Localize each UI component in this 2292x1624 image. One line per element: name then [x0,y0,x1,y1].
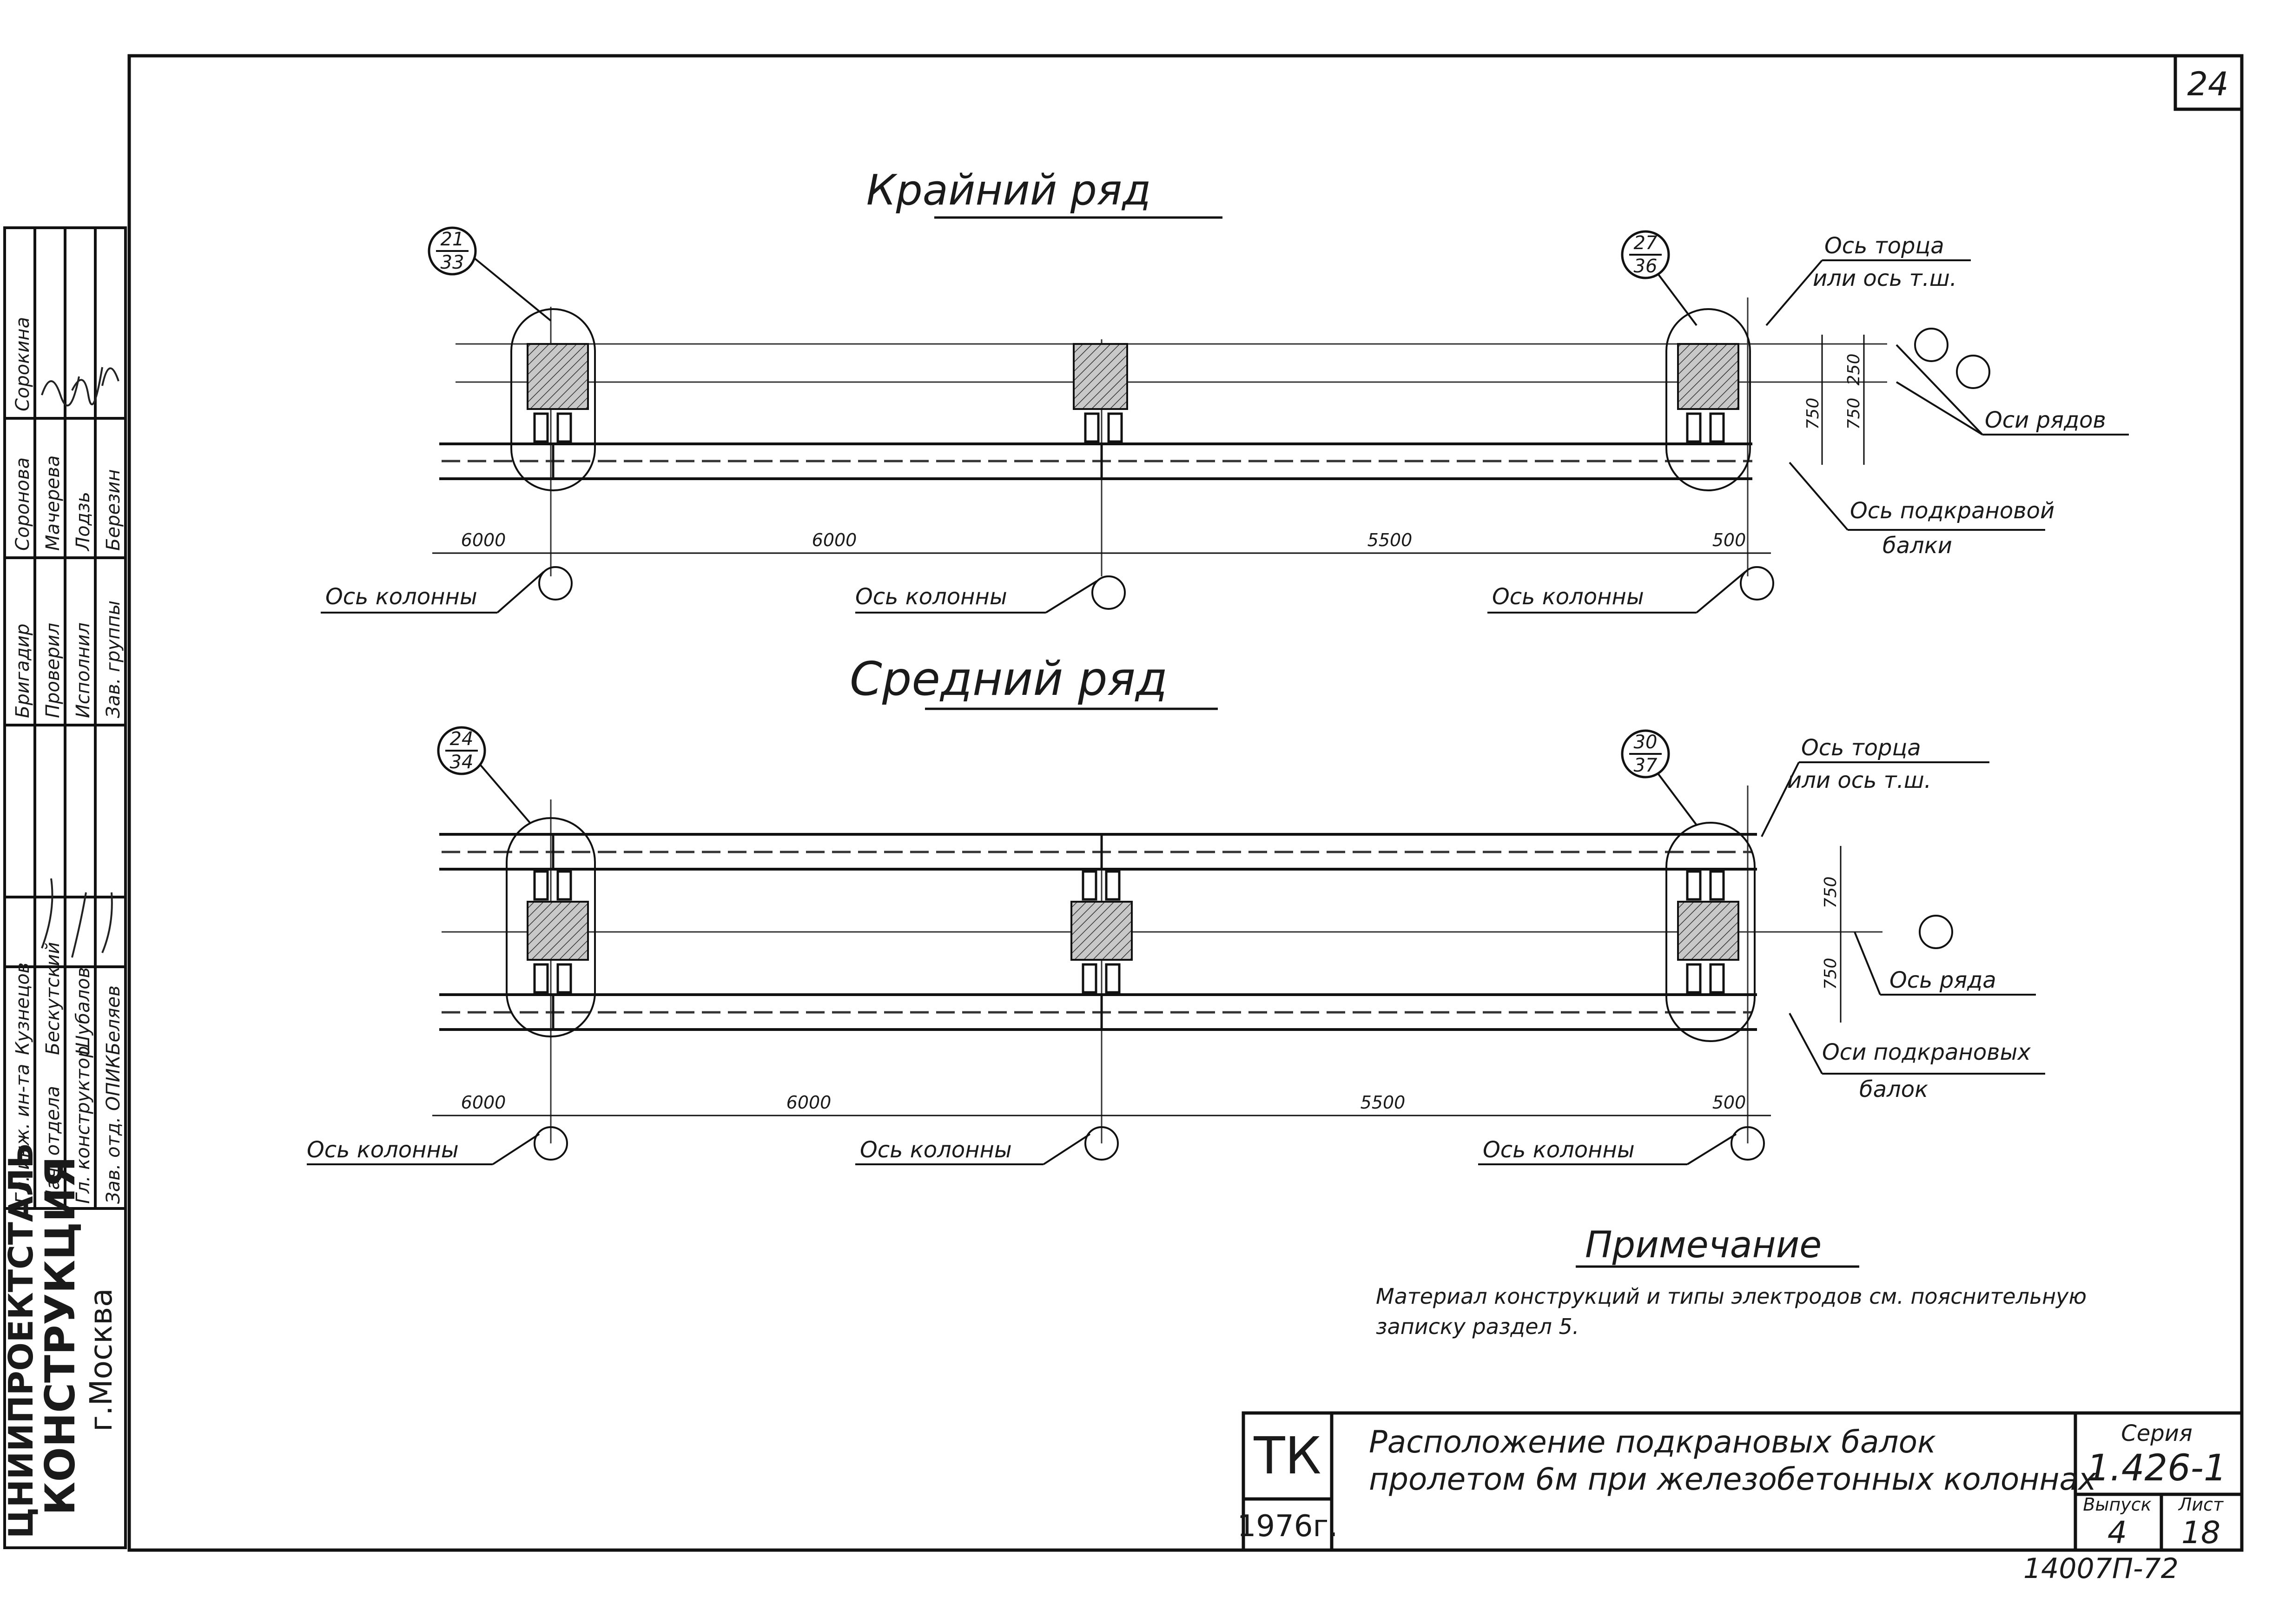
note-block: Примечание Материал конструкций и типы э… [1376,1224,2087,1339]
sheet-frame [127,54,2244,1552]
series-value: 1.426-1 [2087,1447,2226,1489]
issue-label: Выпуск [2083,1494,2151,1515]
column-axis-label: Ось колонны [1483,1137,1635,1163]
vert-dim: 750 [1844,398,1863,430]
note-title: Примечание [1585,1224,1822,1266]
stamp-role: Гл. инж. ин-та [12,1064,33,1204]
vert-dim: 750 [1803,398,1823,430]
sheet-label: Лист [2178,1494,2224,1515]
middle-row-diagram: Средний ряд [307,652,2045,1165]
vert-dim: 750 [1821,877,1840,909]
stamp-role: Зав. отд. ОПИК [103,1054,124,1204]
drawing-title-line-2: пролетом 6м при железобетонных колоннах [1369,1461,2097,1497]
column-section [527,343,589,410]
column-section [1677,343,1739,410]
row-axes-label: Оси рядов [1985,407,2106,433]
edge-row-title: Крайний ряд [866,166,1151,215]
stamp-role-2: Исполнил [73,622,94,718]
note-line-2: записку раздел 5. [1376,1314,1579,1339]
callout-left-num: 24 [450,728,474,750]
stamp-name: Кузнецов [12,963,33,1055]
beam-axis-label: Ось подкрановой [1850,498,2054,524]
title-block: ТК 1976г. Расположение подкрановых балок… [1237,1411,2244,1552]
end-axis-label-2: или ось т.ш. [1813,265,1957,291]
note-line-1: Материал конструкций и типы электродов с… [1376,1284,2087,1309]
series-label: Серия [2121,1420,2193,1446]
year: 1976г. [1237,1509,1338,1544]
end-axis-label: Ось торца [1824,233,1944,259]
dim-label: 6000 [461,1092,506,1113]
city: г.Москва [83,1288,119,1432]
page-number: 24 [2187,65,2228,103]
stamp-name: Шубалов [73,967,94,1055]
stamp-role: Гл. конструктор [73,1046,94,1204]
dim-label: 6000 [812,530,857,550]
beam-axes-label: Оси подкрановых [1822,1039,2031,1065]
stamp-role-2: Бригадир [12,624,33,718]
callout-left-den: 34 [450,752,474,773]
callout-right-den: 36 [1634,256,1658,277]
side-stamp: ЦНИИПРОЕКТСТАЛЬ КОНСТРУКЦИЯ г.Москва Гл.… [1,226,127,1549]
beam-axis-label-2: балки [1882,533,1952,559]
column-section [1677,901,1739,961]
drawing-title-line-1: Расположение подкрановых балок [1369,1424,1936,1460]
org-name-2: КОНСТРУКЦИЯ [36,1156,84,1515]
beam-axes-label-2: балок [1859,1076,1928,1102]
signature-marks [41,367,119,958]
dim-label: 500 [1712,1092,1746,1113]
sheet-value: 18 [2181,1515,2220,1551]
middle-row-title: Средний ряд [850,652,1168,706]
column-axis-label: Ось колонны [307,1137,459,1163]
edge-row-diagram: Крайний ряд [321,166,2129,614]
stamp-name-2: Лодзь [73,492,94,552]
dim-label: 5500 [1361,1092,1406,1113]
end-axis-label-2: или ось т.ш. [1787,767,1931,793]
callout-right-den: 37 [1634,755,1658,776]
stamp-role-2: Зав. группы [103,601,124,718]
stamp-name-2: Мачерева [42,456,64,551]
vert-dim: 750 [1821,958,1840,990]
dim-label: 500 [1712,530,1746,550]
stamp-name-2: Соронова [12,457,33,551]
dim-label: 5500 [1367,530,1413,550]
stamp-name: Бескутский [42,942,64,1055]
end-axis-label: Ось торца [1801,735,1921,761]
issue-value: 4 [2107,1515,2127,1551]
callout-right-num: 27 [1634,232,1658,254]
dim-label: 6000 [786,1092,832,1113]
column-axis-label: Ось колонны [855,584,1007,610]
column-axis-label: Ось колонны [325,584,477,610]
column-section [1070,901,1133,961]
column-axis-label: Ось колонны [1492,584,1644,610]
column-section [527,901,589,961]
callout-right-num: 30 [1634,732,1658,753]
stamp-role-2: Проверил [42,623,64,718]
dim-label: 6000 [461,530,506,550]
callout-left-den: 33 [441,252,464,273]
stamp-role: Нач. отдела [42,1086,64,1204]
bottom-stamp: 14007П-72 [2023,1552,2179,1585]
callout-left-num: 21 [441,229,464,250]
org-code: ТК [1253,1426,1321,1485]
row-axis-label: Ось ряда [1889,967,1996,993]
column-section [1073,343,1128,410]
stamp-name-2: Березин [103,469,124,551]
stamp-name: Беляев [103,985,124,1055]
org-name-1: ЦНИИПРОЕКТСТАЛЬ [1,1143,40,1538]
stamp-header: Сорокина [12,317,33,411]
column-axis-label: Ось колонны [860,1137,1012,1163]
vert-dim: 250 [1844,354,1863,386]
